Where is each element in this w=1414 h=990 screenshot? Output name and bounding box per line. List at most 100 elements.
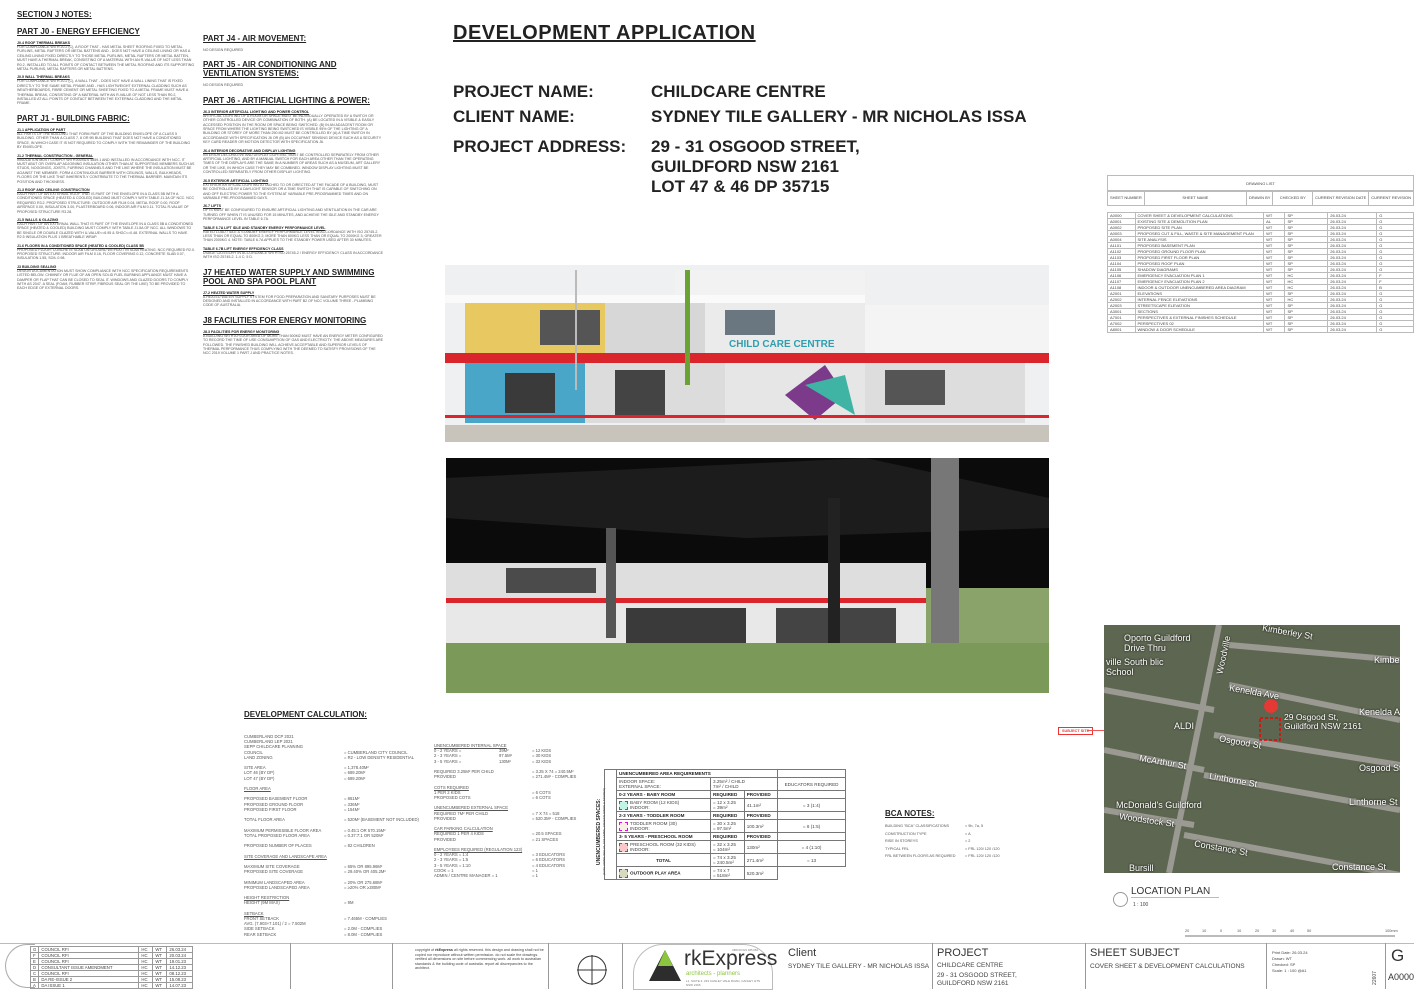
revision-cell: WT xyxy=(152,982,168,989)
street-label: Osgood St xyxy=(1359,763,1400,773)
calc-value: = 1,378.40m² xyxy=(344,765,369,771)
notes-paragraph: DESIGN DOCUMENTATION MUST SHOW COMPLIANC… xyxy=(17,268,189,291)
drawn-by: Drawn: WT xyxy=(1272,956,1292,961)
pin-label: Guildford NSW 2161 xyxy=(1284,721,1362,731)
calc-value: = 30 KIDS xyxy=(532,753,552,759)
calc-value: = 520m² (BASEMENT NOT INCLUDED) xyxy=(344,817,419,823)
notes-paragraph: NO DESIGN REQUIRED xyxy=(203,48,244,52)
divider xyxy=(1266,943,1267,989)
street-label: Kimber xyxy=(1374,655,1400,665)
table-cell: INDOOR & OUTDOOR UNENCUMBERED AREA DIAGR… xyxy=(1134,284,1265,291)
calc-label: REAR SETBACK xyxy=(244,931,277,937)
notes-subheading: J1.2 THERMAL CONSTRUCTION - GENERAL xyxy=(17,153,94,158)
child-care-centre-sign: CHILD CARE CENTRE xyxy=(729,339,835,350)
notes-heading: J7 HEATED WATER SUPPLY AND SWIMMING POOL… xyxy=(203,267,375,286)
development-calculation-title: DEVELOPMENT CALCULATION: xyxy=(244,710,367,719)
calc-label: REQUIRED 7m² PER CHILD xyxy=(434,810,488,816)
unencumbered-area-table: UNENCUMBERED SPACES:(EXCLUDING WALLS, CO… xyxy=(596,769,846,880)
notes-heading: PART J0 - ENERGY EFFICIENCY xyxy=(17,27,140,36)
educators-required: = 6 (1:5) xyxy=(777,819,846,833)
notes-paragraph: INTERIOR DECORATIVE AND DISPLAY LIGHTING… xyxy=(203,152,381,175)
place-label: ALDI xyxy=(1174,721,1195,731)
required-header: REQUIRED xyxy=(710,832,745,841)
scale-tick-label: 20 xyxy=(1185,929,1190,933)
notes-paragraph: INSULATION MUST COMPLY WITH AS/NZS 4859.… xyxy=(17,157,195,184)
calc-label: FRONT SETBACK xyxy=(244,916,280,921)
divider xyxy=(1085,943,1086,989)
calc-area: 130m² xyxy=(499,758,511,764)
calc-value: = 0.37:7:1 or 520m² xyxy=(344,832,384,838)
calc-label: PROVIDED xyxy=(434,774,456,780)
drawing-number: A0000 xyxy=(1388,972,1414,982)
checked-by: Checked: SP xyxy=(1272,962,1296,967)
divider xyxy=(1385,943,1386,989)
copyright-logo: rkExpress xyxy=(435,948,453,952)
bca-label: RISE IN STOREYS xyxy=(885,839,918,843)
calc-section-heading: COTS REQUIRED xyxy=(434,784,469,790)
room-indoor: INDOOR: xyxy=(630,847,650,852)
calc-section-heading: FLOOR AREA xyxy=(244,786,271,791)
notes-paragraph: NO DESIGN REQUIRED xyxy=(203,83,244,88)
age-group-row: BABY ROOM (12 KIDS)INDOOR:= 12 x 3.25= 3… xyxy=(605,798,846,812)
calc-label: 2 - 3 YEARS = 1:5 xyxy=(434,857,469,863)
drawing-list-title: DRAWING LIST xyxy=(1107,175,1414,191)
calc-label: 2 - 3 YEARS = xyxy=(434,753,462,759)
notes-subheading: TABLE 6.7B LIFT ENERGY EFFICIENCY CLASS xyxy=(203,246,284,251)
external-value: 7m² / CHILD xyxy=(713,784,739,789)
calc-section-heading: EMPLOYEES REQUIRED (REGULATION 123) xyxy=(434,847,523,852)
calc-label: LAND ZONING xyxy=(244,754,273,760)
indoor-value: 3.25m² / CHILD xyxy=(713,779,745,784)
copyright-notice: copyright of rkExpress all rights reserv… xyxy=(415,948,545,971)
notes-heading: J8 FACILITIES FOR ENERGY MONITORING xyxy=(203,315,367,325)
notes-heading: PART J5 - AIR CONDITIONING AND VENTILATI… xyxy=(203,60,337,79)
bca-row: CONSTRUCTION TYPE= A xyxy=(885,832,1100,840)
calc-value: = 154m² xyxy=(344,806,360,812)
outdoor-provided: 520.3m² xyxy=(743,866,779,880)
bca-notes: BCA NOTES: BUILDING "BCA" CLASSIFICATION… xyxy=(885,809,1100,862)
total-required-area: = 240.5m² xyxy=(713,860,734,865)
bca-value: = A xyxy=(965,831,971,836)
firm-address: L1, SUITE 3, 233 CANLEY VALE ROAD, CANLE… xyxy=(686,979,761,987)
calc-value: = CUMBERLAND CITY COUNCIL xyxy=(344,749,408,755)
notes-heading: PART J1 - BUILDING FABRIC: xyxy=(17,113,130,123)
divider xyxy=(622,943,623,989)
outdoor-required-calc: = 74 x 7 xyxy=(713,868,730,873)
place-label: ville South blic School xyxy=(1106,657,1164,677)
age-group-row: TODDLER ROOM (30)INDOOR:= 30 x 3.25= 97.… xyxy=(605,819,846,833)
location-map[interactable]: Kimberley St Kimber Kenelda Ave Kenelda … xyxy=(1104,625,1400,873)
calc-value: = 336m² xyxy=(344,801,360,807)
north-arrow-icon xyxy=(577,955,607,985)
calc-value: = R2 - LOW DENSITY RESIDENTIAL xyxy=(344,754,415,760)
calc-value: = 689.20m² xyxy=(344,770,366,776)
bca-value: = 2 xyxy=(965,839,971,843)
notes-paragraph: FOR COMPLIANCE WITH J0.2 (C), A ROOF THA… xyxy=(17,45,195,72)
calc-label: SEPP CHILDCARE PLANNING xyxy=(244,744,304,750)
project-address-line2: GUILDFORD NSW 2161 xyxy=(651,157,839,176)
street-label: Bursill xyxy=(1129,863,1154,873)
calc-label: 3 - 5 YEARS = 1:10 xyxy=(434,862,471,868)
section-j-notes: SECTION J NOTES: PART J0 - ENERGY EFFICI… xyxy=(17,10,195,291)
age-group-title: 3- 5 YEARS - PRESCHOOL ROOM xyxy=(615,832,712,841)
calc-value: = 6 COTS xyxy=(532,789,551,795)
age-group-title: 0-2 YEARS - BABY ROOM xyxy=(615,790,712,799)
calc-value: = 3.25 x 74 = 240.5m² xyxy=(532,769,574,774)
divider xyxy=(932,943,933,989)
project-name: CHILDCARE CENTRE xyxy=(937,962,1004,969)
space-rates: INDOOR SPACE:EXTERNAL SPACE: xyxy=(615,777,712,791)
calc-value: = 12 KIDS xyxy=(532,748,552,754)
calc-label: 3 - 5 YEARS = xyxy=(434,758,462,764)
notes-subheading: TABLE 6.7A LIFT IDLE AND STANDBY ENERGY … xyxy=(203,225,326,230)
calc-label: PROPOSED NUMBER OF PLACES xyxy=(244,843,312,849)
notes-paragraph: USAGE CATEGORY IN ACCORDANCE WITH ISO 25… xyxy=(203,250,383,260)
calc-value: = 271.4m² - COMPLIES xyxy=(532,774,577,780)
